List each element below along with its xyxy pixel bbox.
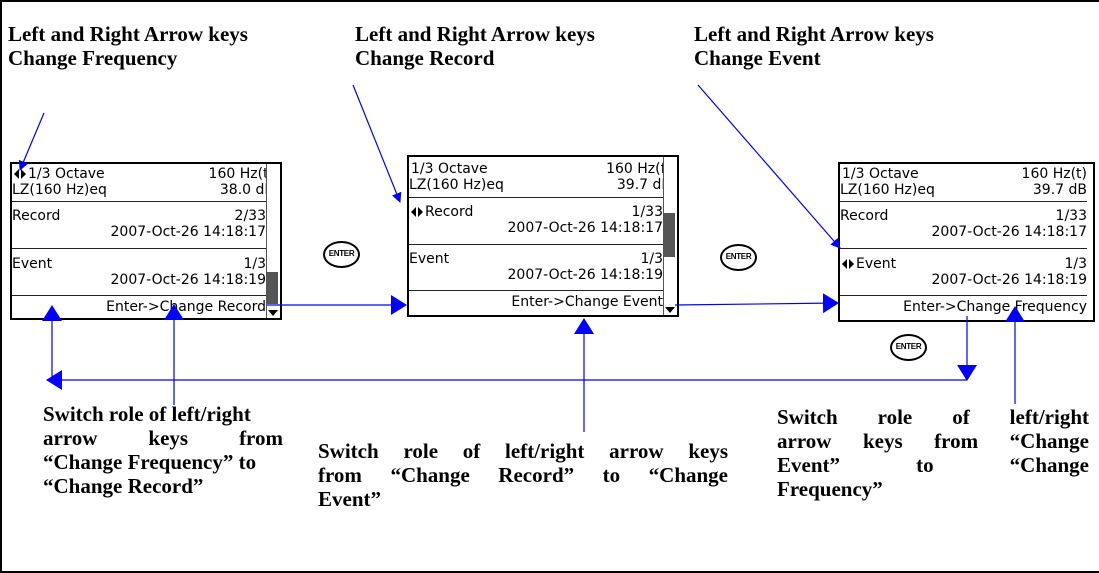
separator xyxy=(840,201,1087,202)
separator xyxy=(409,290,663,291)
device-screen-event-mode: 1/3 Octave 160 Hz(t) LZ(160 Hz)eq 39.7 d… xyxy=(838,162,1095,322)
enter-key-icon: ENTER xyxy=(890,334,927,361)
scrollbar[interactable] xyxy=(663,157,675,315)
separator xyxy=(409,244,663,245)
scroll-down-icon[interactable] xyxy=(268,310,278,316)
device-screen-record-mode: 1/3 Octave 160 Hz(f) LZ(160 Hz)eq 39.7 d… xyxy=(407,155,679,317)
bottom-label-frequency-to-record: Switch role of left/right arrow keys fro… xyxy=(43,402,283,498)
separator xyxy=(12,295,266,296)
device-screen-frequency-mode: 1/3 Octave 160 Hz(t) LZ(160 Hz)eq 38.0 d… xyxy=(10,162,282,320)
separator xyxy=(409,197,663,198)
bottom-label-event-to-frequency: Switch role of left/right arrow keys fro… xyxy=(777,405,1089,501)
enter-key-icon: ENTER xyxy=(720,244,757,271)
scrollbar-thumb[interactable] xyxy=(664,213,675,257)
enter-key-icon: ENTER xyxy=(323,241,360,268)
scrollbar-thumb[interactable] xyxy=(267,272,278,304)
separator xyxy=(12,248,266,249)
separator xyxy=(840,248,1087,249)
pointer-arrow-frequency xyxy=(18,112,45,171)
separator xyxy=(12,201,266,202)
scroll-down-icon[interactable] xyxy=(665,307,675,313)
pointer-arrow-record xyxy=(352,84,402,203)
left-right-arrows-icon xyxy=(842,259,854,269)
left-right-arrows-icon xyxy=(14,169,26,179)
pointer-arrow-event xyxy=(697,84,841,249)
transition-arrow-2-to-3 xyxy=(674,293,839,314)
left-right-arrows-icon xyxy=(411,207,423,217)
separator xyxy=(840,295,1087,296)
scrollbar[interactable] xyxy=(266,164,278,318)
bottom-label-record-to-event: Switch role of left/right arrow keys fro… xyxy=(318,439,728,511)
